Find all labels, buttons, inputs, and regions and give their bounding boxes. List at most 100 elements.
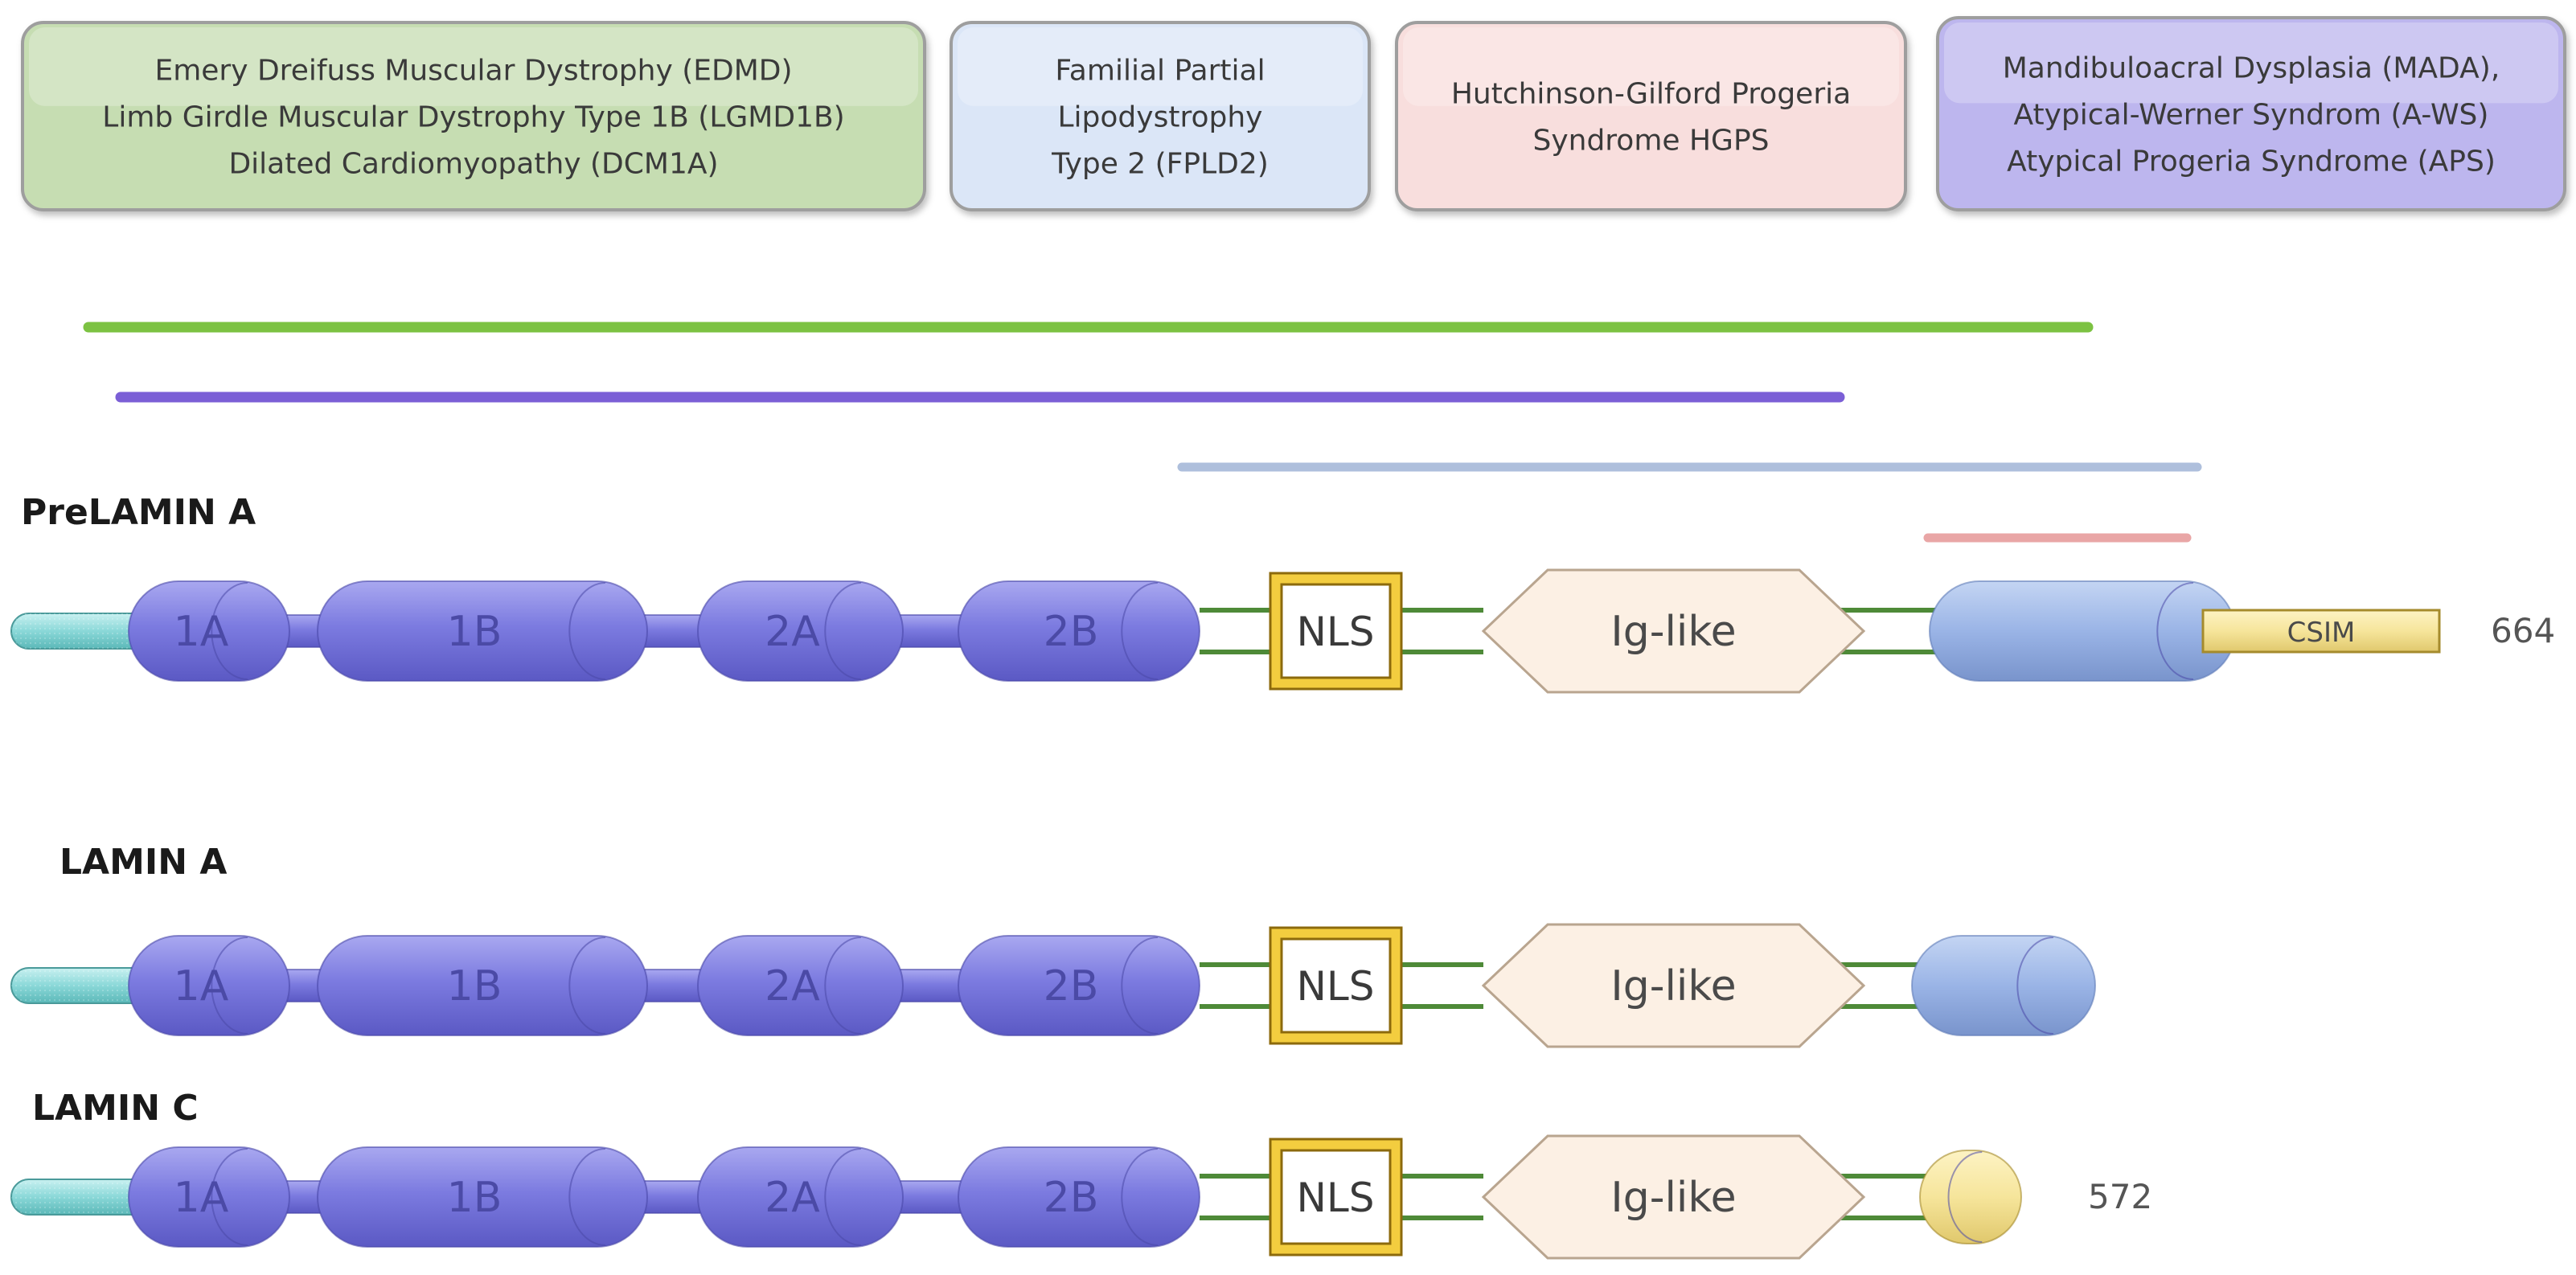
- tail-domain-body: [1919, 1150, 2022, 1244]
- coil-domain-1b-end: [568, 937, 605, 1035]
- coil-domain-2b-body: [958, 580, 1200, 682]
- coil-domain-2a-body: [697, 580, 904, 682]
- coil-domain-1a-end: [211, 582, 248, 680]
- proteins: PreLAMIN A 1A 1B 2A 2B NLS Ig-like CSIM 664LAMIN…: [10, 492, 2555, 1260]
- ig-like-domain: Ig-like: [1481, 923, 1866, 1048]
- nls-inner: [1280, 1149, 1392, 1245]
- nls-label: NLS: [1297, 963, 1375, 1010]
- coil-domain-1a-end: [211, 937, 248, 1035]
- coil-domain-2b: [958, 1146, 1200, 1248]
- disease-box-line: Lipodystrophy: [1058, 101, 1263, 134]
- coil-domain-1b-body: [317, 1146, 648, 1248]
- coil-domain-2a-end: [824, 582, 861, 680]
- disease-box-line: Mandibuloacral Dysplasia (MADA),: [2003, 52, 2500, 85]
- coil-domain-1b: [317, 580, 648, 682]
- nls-box: NLS: [1269, 1138, 1403, 1257]
- coil-domain-label: 1B: [447, 1174, 502, 1222]
- coil-domain-2a: [697, 1146, 904, 1248]
- protein-name: PreLAMIN A: [21, 492, 256, 533]
- coil-domain-1a-body: [128, 935, 290, 1036]
- disease-box-line: Syndrome HGPS: [1532, 125, 1769, 158]
- disease-box-background: [950, 21, 1371, 211]
- tail-domain-end: [2156, 582, 2193, 680]
- coil-domain-label: 1A: [174, 962, 229, 1011]
- protein-length: 664: [2491, 611, 2555, 650]
- coil-domain-2b-end: [1121, 1148, 1158, 1246]
- coil-domain-2b-end: [1121, 937, 1158, 1035]
- coil-domain-2a-body: [697, 935, 904, 1036]
- tail-domain-end: [2016, 937, 2053, 1035]
- coil-domain-label: 2B: [1044, 962, 1099, 1011]
- disease-box-highlight: [29, 27, 918, 106]
- coil-domain-1a: [128, 1146, 290, 1248]
- disease-box-highlight: [1944, 23, 2558, 104]
- disease-box-background: [21, 21, 926, 211]
- nls-label: NLS: [1297, 609, 1375, 655]
- coil-domain-1a-end: [211, 1148, 248, 1246]
- csim-motif: CSIM: [2201, 609, 2441, 654]
- nls-label: NLS: [1297, 1175, 1375, 1221]
- coil-domain-2a-body: [697, 1146, 904, 1248]
- coil-domain-1a: [128, 935, 290, 1036]
- disease-box-line: Hutchinson-Gilford Progeria: [1451, 78, 1851, 111]
- coil-domain-label: 2B: [1044, 1174, 1099, 1222]
- nls-inner: [1280, 583, 1392, 679]
- ig-like-shape: [1481, 923, 1866, 1048]
- ig-like-label: Ig-like: [1610, 1174, 1736, 1222]
- disease-box-background: [1395, 21, 1907, 211]
- coil-domain-1a: [128, 580, 290, 682]
- coil-domain-label: 2A: [765, 1174, 820, 1222]
- ig-like-shape: [1481, 568, 1866, 694]
- disease-box-line: Familial Partial: [1055, 55, 1265, 88]
- csim-box: [2201, 609, 2441, 654]
- coil-domain-1b-end: [568, 1148, 605, 1246]
- coil-domain-1b-end: [568, 582, 605, 680]
- coil-domain-2b-end: [1121, 582, 1158, 680]
- disease-box-line: Limb Girdle Muscular Dystrophy Type 1B (…: [102, 101, 844, 134]
- tail-domain-body: [1929, 580, 2236, 682]
- csim-label: CSIM: [2287, 617, 2356, 649]
- coil-domain-1b: [317, 1146, 648, 1248]
- disease-box-4: Mandibuloacral Dysplasia (MADA), Atypical…: [1936, 16, 2566, 211]
- coil-domain-1a-body: [128, 1146, 290, 1248]
- protein-name: LAMIN C: [32, 1088, 199, 1129]
- coil-domain-1b-body: [317, 935, 648, 1036]
- disease-box-line: Type 2 (FPLD2): [1051, 148, 1269, 181]
- coil-domain-label: 1A: [174, 1174, 229, 1222]
- ig-like-shape: [1481, 1134, 1866, 1260]
- ig-like-label: Ig-like: [1610, 608, 1736, 656]
- coil-domain-label: 1B: [447, 608, 502, 656]
- protein-lamin-c: LAMIN C 1A 1B 2A 2B NLS Ig-like 572: [10, 1088, 2152, 1260]
- ig-like-label: Ig-like: [1610, 962, 1736, 1011]
- disease-box-line: Atypical-Werner Syndrom (A-WS): [2014, 99, 2489, 132]
- coil-domain-2b-body: [958, 935, 1200, 1036]
- ig-like-domain: Ig-like: [1481, 1134, 1866, 1260]
- coil-domain-label: 1B: [447, 962, 502, 1011]
- head-texture: [11, 1179, 164, 1215]
- head-texture: [11, 968, 164, 1003]
- coil-domain-label: 1A: [174, 608, 229, 656]
- coil-domain-label: 2A: [765, 962, 820, 1011]
- coil-domain-1a-body: [128, 580, 290, 682]
- disease-boxes: Emery Dreifuss Muscular Dystrophy (EDMD)…: [21, 16, 2566, 211]
- coil-domain-1b-body: [317, 580, 648, 682]
- nls-box: NLS: [1269, 572, 1403, 691]
- disease-box-line: Emery Dreifuss Muscular Dystrophy (EDMD): [154, 55, 792, 88]
- coil-domain-2b-body: [958, 1146, 1200, 1248]
- nls-inner: [1280, 937, 1392, 1034]
- tail-domain-end: [1947, 1151, 1983, 1243]
- coil-domain-2a: [697, 935, 904, 1036]
- tail-domain: [1911, 935, 2096, 1036]
- coil-domain-2a-end: [824, 1148, 861, 1246]
- coil-domain-2b: [958, 580, 1200, 682]
- ig-like-domain: Ig-like: [1481, 568, 1866, 694]
- tail-domain-body: [1911, 935, 2096, 1036]
- coil-domain-label: 2B: [1044, 608, 1099, 656]
- protein-length: 572: [2088, 1177, 2152, 1216]
